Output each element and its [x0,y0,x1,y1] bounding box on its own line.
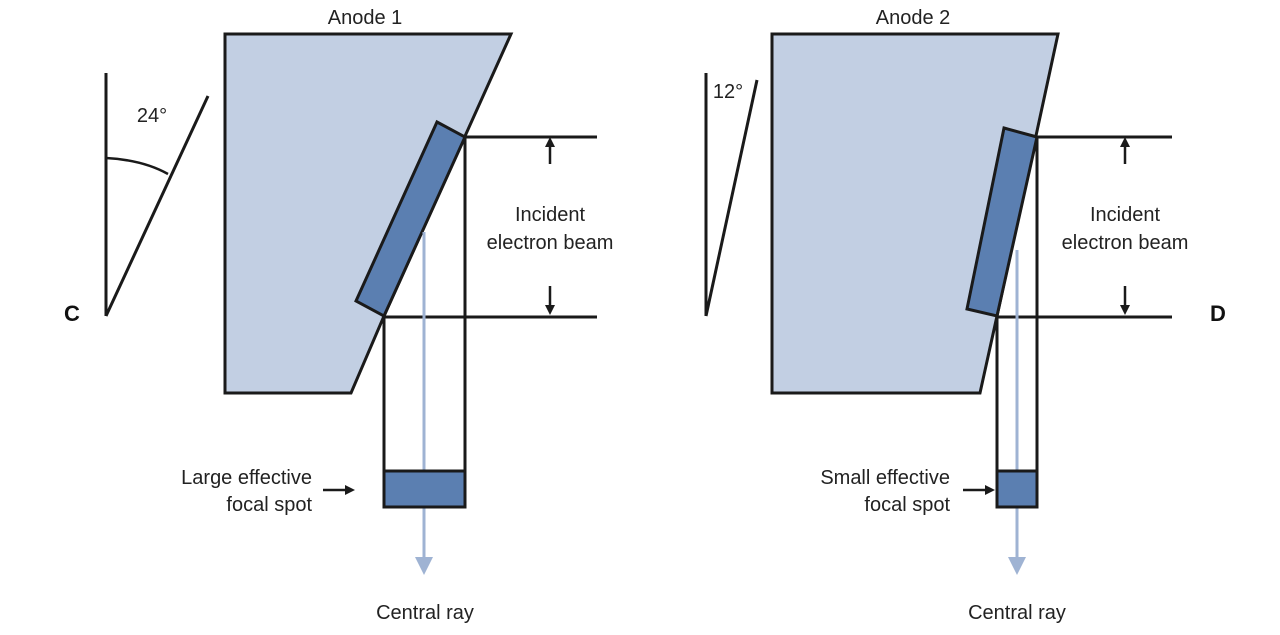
left-panel-letter: C [64,301,80,326]
right-angle-slant [704,79,759,317]
right-beam-label-line1: Incident [1090,204,1160,226]
left-panel: Anode 1 Incident electron beam Large eff… [64,7,613,624]
left-beam-label-line1: Incident [515,204,585,226]
right-spot-label-line2: focal spot [864,494,950,516]
left-angle-arc [105,156,169,176]
right-panel: Anode 2 Incident electron beam Small eff… [704,7,1226,624]
right-effective-focal-spot [995,469,1039,509]
left-effective-focal-spot [382,469,467,509]
left-spot-label-line1: Large effective [181,467,312,489]
right-beam-label-line2: electron beam [1062,232,1189,254]
left-spot-label-line2: focal spot [226,494,312,516]
right-angle-label: 12° [713,81,743,103]
right-spot-label-line1: Small effective [820,467,950,489]
left-anode-title: Anode 1 [328,7,403,29]
right-ray-label: Central ray [968,602,1066,624]
right-panel-letter: D [1210,301,1226,326]
left-anode-body [223,32,514,395]
left-angle-label: 24° [137,105,167,127]
left-ray-label: Central ray [376,602,474,624]
left-angle-slant [104,95,210,317]
right-anode-title: Anode 2 [876,7,951,29]
left-beam-label-line2: electron beam [487,232,614,254]
